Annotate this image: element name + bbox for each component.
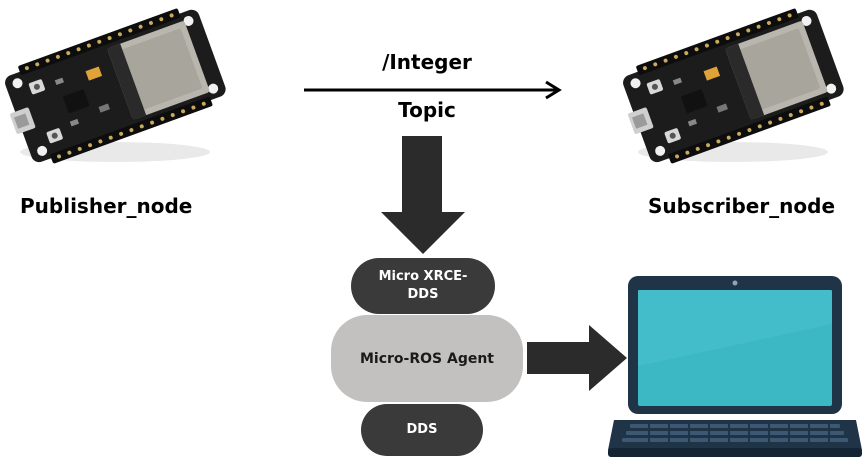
publisher-node-label: Publisher_node [20, 194, 193, 218]
micro-xrce-dds-block: Micro XRCE-DDS [351, 258, 495, 314]
laptop-icon [608, 276, 862, 457]
down-arrow-icon [381, 136, 465, 254]
topic-caption: Topic [398, 98, 456, 122]
subscriber-board-icon [618, 1, 848, 170]
right-arrow-icon [527, 325, 627, 391]
micro-ros-agent-block: Micro-ROS Agent [331, 315, 523, 402]
dds-block: DDS [361, 404, 483, 456]
micro-xrce-dds-label: Micro XRCE-DDS [378, 269, 468, 302]
publisher-board-icon [0, 1, 230, 170]
topic-name: /Integer [382, 50, 472, 74]
micro-ros-agent-label: Micro-ROS Agent [359, 350, 494, 367]
topic-arrow [304, 80, 562, 100]
dds-label: DDS [406, 422, 438, 437]
subscriber-node-label: Subscriber_node [648, 194, 836, 218]
